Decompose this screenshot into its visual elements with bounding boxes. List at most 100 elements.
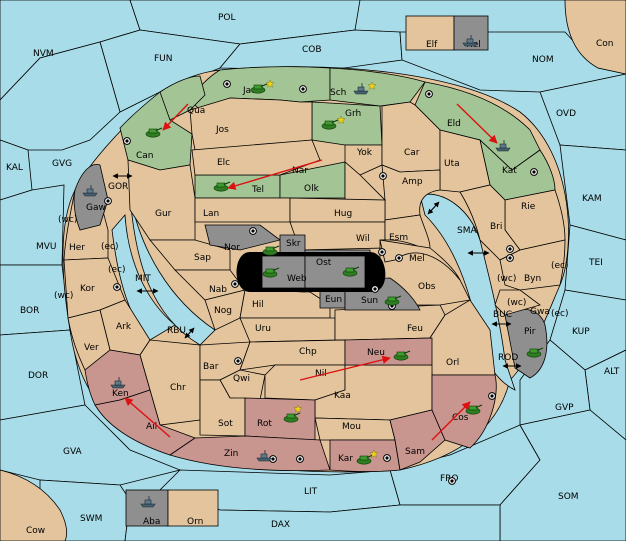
move-arrow (227, 159, 323, 190)
label-Elc: Elc (217, 158, 230, 168)
label-Kor: Kor (80, 284, 95, 294)
sea-MVU[interactable] (0, 184, 65, 266)
province-Tel[interactable] (194, 174, 281, 199)
sea-OVD[interactable] (539, 73, 626, 151)
supply-center-icon (506, 245, 514, 253)
province-Elf[interactable] (405, 15, 455, 51)
province-Aba[interactable] (125, 489, 169, 527)
supply-center-icon (395, 254, 403, 262)
move-arrow (124, 397, 171, 438)
province-Gwa[interactable] (494, 289, 541, 316)
label-Orn: Orn (187, 517, 203, 527)
label-Qwi: Qwi (233, 374, 250, 384)
label-Cos: Cos (452, 413, 469, 423)
label-Nil: Nil (315, 369, 327, 379)
label-Grh: Grh (345, 109, 361, 119)
label-DAX: DAX (271, 520, 290, 530)
label-coast-wc-Byn: (wc) (497, 274, 516, 284)
label-Yok: Yok (356, 148, 373, 158)
province-Cow[interactable] (0, 469, 68, 541)
connector-RBU (184, 327, 195, 339)
label-GVG: GVG (52, 159, 72, 169)
label-Ver: Ver (84, 343, 99, 353)
label-Gur: Gur (155, 209, 172, 219)
label-Olk: Olk (304, 184, 320, 194)
province-Gaw[interactable] (73, 163, 109, 231)
supply-center-icon (448, 477, 456, 485)
province-Bri[interactable] (459, 184, 521, 261)
label-MIT: MIT (135, 274, 151, 284)
label-Sch: Sch (330, 88, 346, 98)
label-MVU: MVU (36, 242, 57, 252)
label-Gaw: Gaw (86, 203, 106, 213)
sea-KAM[interactable] (559, 144, 626, 241)
province-Con[interactable] (564, 0, 626, 75)
label-Bri: Bri (490, 222, 502, 232)
label-POL: POL (218, 13, 236, 23)
label-Nog: Nog (214, 306, 232, 316)
label-Uta: Uta (444, 159, 460, 169)
province-Ken[interactable] (84, 349, 151, 406)
province-Yok[interactable] (344, 144, 383, 176)
province-Rie[interactable] (504, 189, 566, 251)
move-orders (124, 103, 498, 441)
province-Qua[interactable] (159, 75, 206, 121)
label-GOR: GOR (108, 182, 128, 192)
province-Orn[interactable] (167, 489, 219, 527)
label-Feu: Feu (407, 324, 423, 334)
label-coast-wc-Gwa: (wc) (507, 298, 526, 308)
province-Zin[interactable] (169, 435, 331, 472)
province-Ost-inner[interactable] (304, 255, 366, 289)
label-SOM: SOM (558, 492, 579, 502)
label-OVD: OVD (556, 109, 576, 119)
province-Ail[interactable] (94, 389, 196, 456)
supply-center-icon (296, 455, 304, 463)
label-Qua: Qua (187, 106, 205, 116)
label-KAM: KAM (582, 194, 602, 204)
label-NOM: NOM (532, 55, 554, 65)
label-coast-ec-Gwa: (ec) (551, 309, 569, 319)
province-Neu[interactable] (344, 337, 433, 366)
label-GVP: GVP (555, 403, 574, 413)
label-Orl: Orl (446, 358, 459, 368)
label-Jad: Jad (242, 86, 257, 96)
label-BUC: BUC (493, 310, 512, 320)
label-Web: Web (287, 274, 307, 284)
label-Lan: Lan (203, 209, 219, 219)
label-GVA: GVA (63, 447, 83, 457)
label-Nar: Nar (292, 166, 308, 176)
label-Her: Her (69, 243, 85, 253)
label-Cow: Cow (26, 526, 45, 536)
province-Rot[interactable] (244, 397, 316, 441)
label-SWM: SWM (80, 514, 102, 524)
inner-sea-MIT[interactable] (111, 214, 176, 341)
label-Amp: Amp (402, 177, 423, 187)
label-Ail: Ail (146, 422, 157, 432)
label-Can: Can (136, 151, 154, 161)
connectors (112, 173, 522, 369)
label-FUN: FUN (154, 54, 173, 64)
province-Sap[interactable] (149, 239, 231, 271)
supply-center-icon (378, 248, 386, 256)
label-Tel: Tel (251, 185, 264, 195)
label-Zin: Zin (224, 449, 238, 459)
province-Cos[interactable] (431, 374, 497, 449)
label-Rot: Rot (257, 419, 272, 429)
sea-TEI[interactable] (564, 224, 626, 301)
province-Jos[interactable] (189, 97, 313, 151)
province-Nor[interactable] (204, 224, 281, 251)
province-Byn[interactable] (499, 239, 566, 291)
label-Jos: Jos (215, 125, 229, 135)
label-Byn: Byn (524, 274, 541, 284)
label-Elf: Elf (426, 40, 438, 50)
supply-center-icon (249, 227, 257, 235)
label-Gwa: Gwa (530, 307, 550, 317)
label-Wil: Wil (356, 234, 370, 244)
sea-SOM[interactable] (499, 409, 626, 541)
supply-center-icon (371, 285, 379, 293)
province-Elc[interactable] (191, 139, 321, 176)
label-Neu: Neu (367, 348, 385, 358)
label-coast-wc-Kor: (wc) (54, 291, 73, 301)
label-Pir: Pir (524, 327, 536, 337)
label-Hil: Hil (252, 300, 264, 310)
